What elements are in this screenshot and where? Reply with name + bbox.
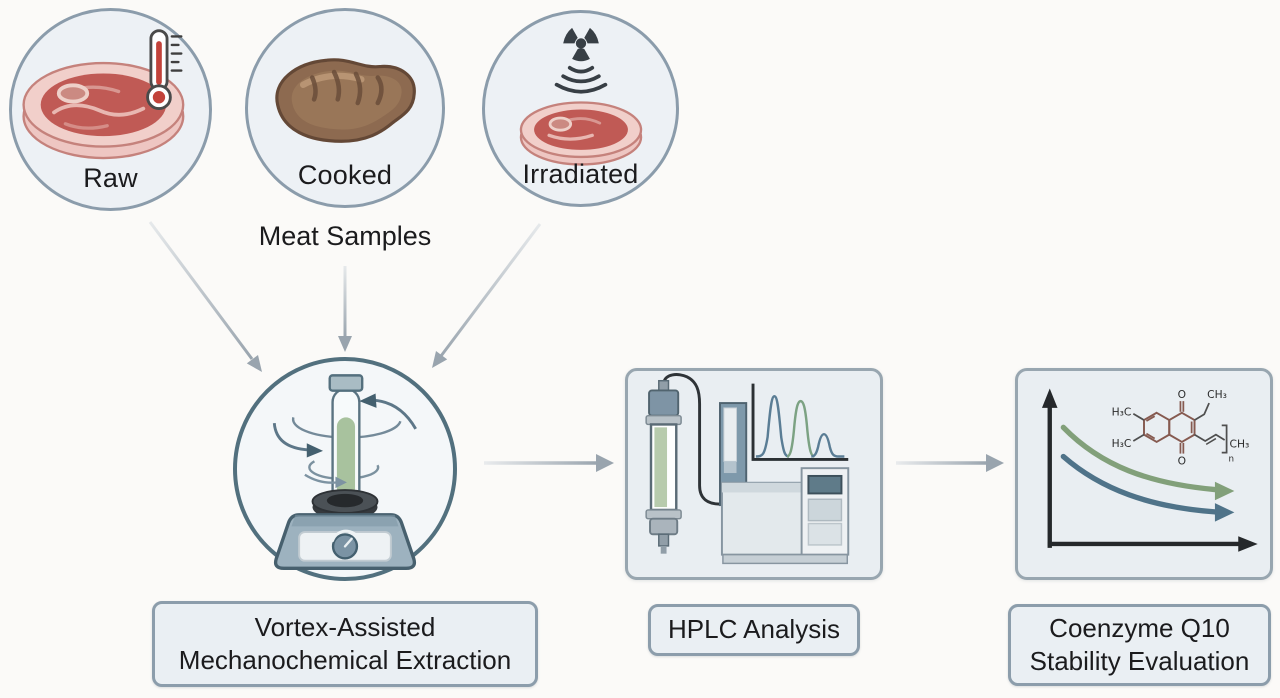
extraction-step-label: Vortex-Assisted Mechanochemical Extracti…	[152, 601, 538, 687]
coq10-stability-node: H₃C H₃C O O CH₃ CH₃ n	[1015, 368, 1273, 580]
radiation-trefoil-icon	[562, 27, 599, 62]
extraction-label-line1: Vortex-Assisted	[254, 611, 436, 642]
arrow-extraction-to-hplc	[484, 454, 614, 472]
grill-marks	[309, 69, 384, 106]
molecule-o-top-label: O	[1178, 388, 1186, 401]
q10-label-line2: Stability Evaluation	[1029, 646, 1250, 676]
coq10-stability-chart-icon: H₃C H₃C O O CH₃ CH₃ n	[1041, 388, 1258, 552]
q10-label-line1: Coenzyme Q10	[1049, 612, 1230, 643]
hplc-instrument-body	[719, 402, 850, 565]
thermometer-ticks	[170, 35, 182, 72]
sample-label-raw: Raw	[83, 163, 138, 193]
raw-meat-thermometer-icon	[21, 29, 184, 160]
extraction-label-line2: Mechanochemical Extraction	[178, 645, 512, 675]
arrow-irradiated-to-extraction	[432, 223, 542, 368]
sample-label-irradiated: Irradiated	[522, 159, 639, 189]
cooked-meat-icon	[275, 58, 416, 143]
q10-step-label: Coenzyme Q10 Stability Evaluation	[1008, 604, 1271, 686]
chromatogram	[751, 383, 849, 461]
radiation-waves-icon	[554, 65, 607, 94]
irradiated-meat-icon	[519, 27, 642, 166]
molecule-ch3-chain-label: CH₃	[1230, 438, 1250, 451]
molecule-ch3-ethyl-label: CH₃	[1207, 388, 1227, 401]
chart-axes	[1041, 388, 1258, 552]
molecule-n-subscript: n	[1229, 454, 1235, 464]
decay-curves	[1060, 424, 1235, 522]
meat-samples-group-label: Meat Samples	[258, 221, 432, 251]
sample-label-cooked: Cooked	[297, 160, 393, 190]
molecule-h3c-bottom-label: H₃C	[1112, 437, 1132, 450]
vortex-mixer-node	[233, 357, 457, 581]
hplc-step-label: HPLC Analysis	[648, 604, 860, 656]
sample-circle-raw: Raw	[9, 8, 212, 211]
hplc-instrument-icon	[645, 373, 850, 565]
sample-circle-irradiated: Irradiated	[482, 10, 679, 207]
sample-circle-cooked: Cooked	[245, 8, 445, 208]
hplc-label-line1: HPLC Analysis	[668, 614, 840, 645]
arrow-cooked-to-extraction	[338, 266, 352, 352]
hplc-column	[645, 379, 682, 554]
vortex-mixer-icon	[272, 374, 417, 571]
swirl-arrows	[272, 393, 417, 489]
arrow-hplc-to-q10	[896, 454, 1004, 472]
hplc-node	[625, 368, 883, 580]
molecule-o-bottom-label: O	[1178, 454, 1186, 467]
molecule-h3c-top-label: H₃C	[1112, 406, 1132, 419]
coq10-molecule: H₃C H₃C O O CH₃ CH₃ n	[1112, 388, 1250, 467]
instrument-display	[807, 474, 843, 495]
